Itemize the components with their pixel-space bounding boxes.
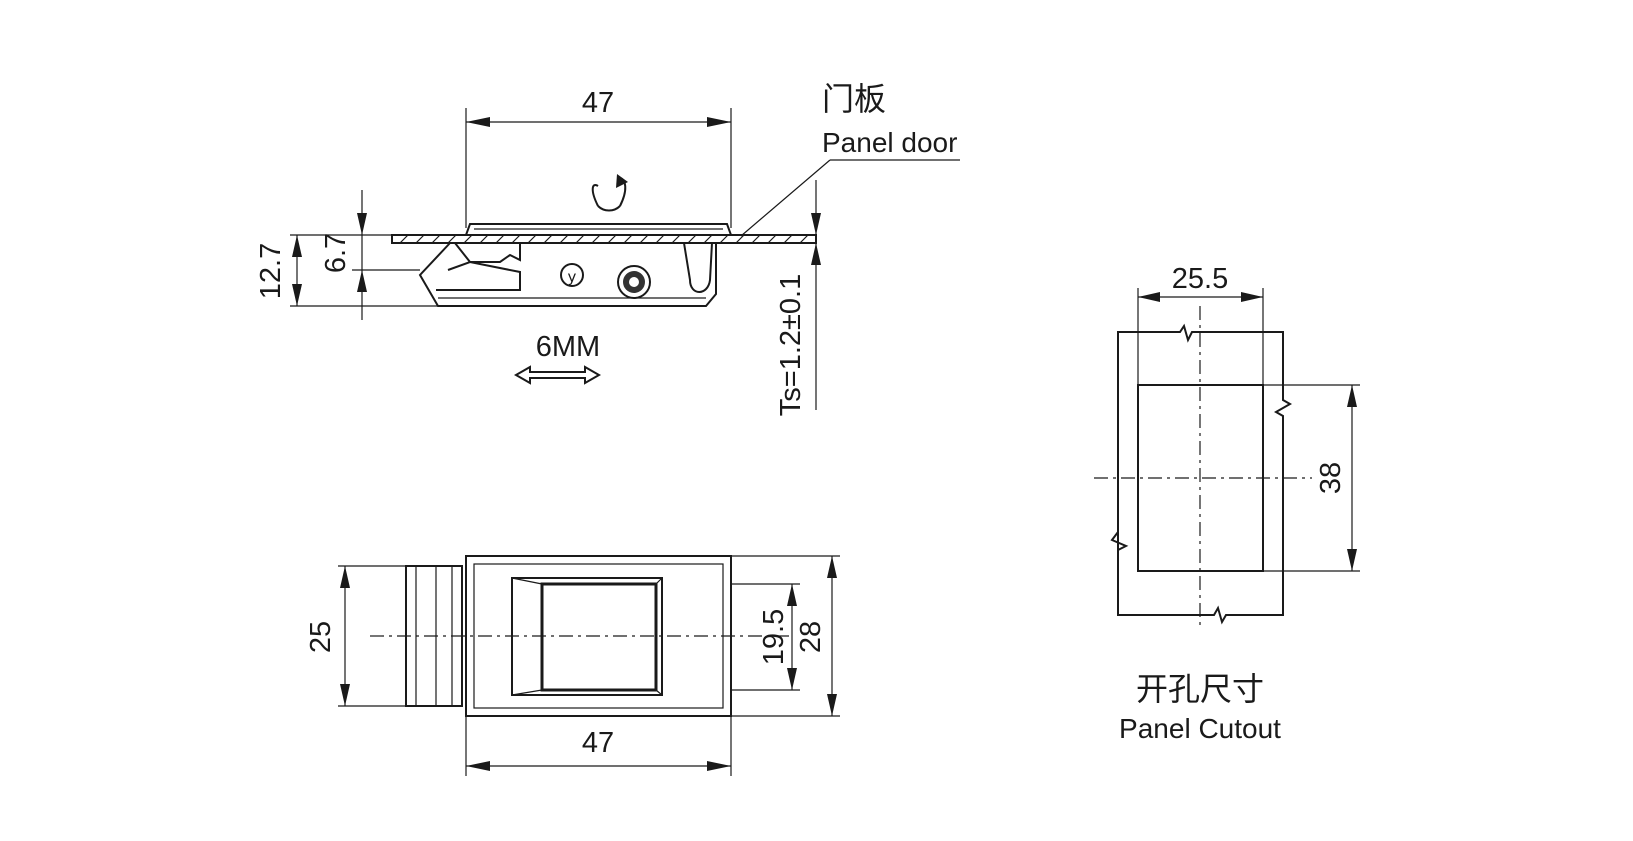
height-dim: 28 — [795, 621, 827, 653]
front-width-dim: 47 — [582, 727, 614, 759]
cutout-label-en: Panel Cutout — [1119, 713, 1281, 744]
thickness-dim: Ts=1.2±0.1 — [775, 274, 807, 416]
double-arrow-icon — [513, 365, 602, 385]
latch-bolt — [454, 242, 521, 263]
cutout-view: 25.5 38 开孔尺寸 Panel Cutout — [1094, 263, 1360, 744]
svg-text:y: y — [568, 268, 577, 286]
panel-door-label-cn: 门板 — [822, 80, 886, 118]
knurled-knob-icon — [617, 265, 651, 299]
front-view: 25 19.5 28 47 — [305, 555, 840, 776]
body-height-dim: 6.7 — [320, 233, 352, 273]
cutout-label-cn: 开孔尺寸 — [1136, 670, 1264, 708]
side-view: 47 y — [255, 80, 960, 416]
side-width-dim: 47 — [582, 87, 614, 119]
latch-flange — [465, 223, 732, 236]
panel-outline — [1110, 323, 1293, 625]
cutout-height-dim: 38 — [1315, 462, 1347, 494]
panel-door-label-en: Panel door — [822, 127, 957, 158]
total-height-dim: 12.7 — [255, 243, 287, 299]
latch-body — [418, 242, 717, 307]
window-dim: 19.5 — [758, 609, 790, 665]
panel-hatching — [399, 234, 809, 244]
cutout-width-dim: 25.5 — [1172, 263, 1228, 295]
knob-dim: 25 — [305, 621, 337, 653]
travel-dim: 6MM — [536, 331, 600, 363]
latch-hook — [683, 242, 713, 293]
screw-icon — [560, 263, 584, 287]
